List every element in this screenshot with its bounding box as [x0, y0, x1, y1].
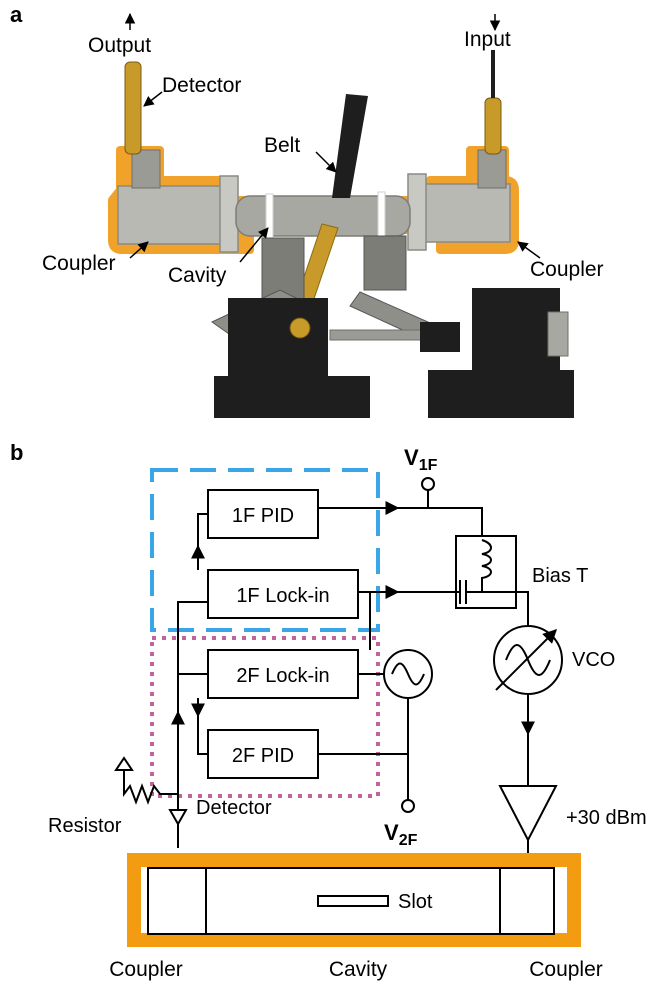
v1f-terminal [421, 477, 435, 491]
label-amp: +30 dBm [566, 807, 647, 829]
label-output: Output [88, 34, 151, 57]
loop-2f-box [150, 636, 380, 798]
cavity-pointer [239, 227, 269, 263]
coupling [420, 322, 460, 352]
detector-diode [168, 809, 188, 827]
vco-wave [505, 644, 551, 676]
label-detector-b: Detector [196, 797, 272, 819]
base-left [214, 376, 370, 418]
label-coupler-left: Coupler [42, 252, 116, 275]
label-v1f: V1F [404, 445, 438, 474]
panel-a: a [10, 2, 604, 418]
motor-shaft-cap [547, 311, 569, 357]
wire-detector-to-lockin1f [177, 601, 208, 848]
connector-left [131, 149, 161, 189]
amp-symbol [498, 785, 558, 843]
slot-symbol [317, 895, 389, 907]
wire-osc-down [318, 698, 409, 755]
label-detector: Detector [162, 74, 241, 97]
coupler-left-pointer [129, 241, 149, 259]
panel-b: b 1F PID 1F Lock-in 2F Lock-in 2F PID V1… [10, 440, 647, 981]
detector-barrel [124, 61, 142, 155]
post-right [363, 235, 407, 291]
cavity-housing [127, 853, 581, 947]
bias-t-inductor [481, 539, 492, 592]
label-coupler-left-b: Coupler [109, 958, 183, 981]
label-coupler-right: Coupler [530, 258, 604, 281]
label-belt: Belt [264, 134, 300, 157]
coupler-left-body [117, 185, 229, 245]
pulley [289, 317, 311, 339]
motor-block [472, 288, 560, 374]
coupler-right-body [421, 183, 511, 243]
input-barrel [484, 97, 502, 155]
wire-pid1f-to-biast [318, 507, 483, 540]
lockin-1f-block [207, 569, 359, 619]
label-cavity-b: Cavity [329, 958, 388, 981]
cable-tie-left [265, 193, 274, 239]
belt-upper [332, 94, 368, 198]
wire-lockin2f-to-pid2f [197, 698, 208, 755]
label-cavity: Cavity [168, 264, 227, 287]
label-v2f: V2F [384, 820, 418, 849]
pid-2f-label: 2F PID [232, 745, 294, 767]
label-input: Input [464, 28, 511, 51]
lockin-2f-block [207, 649, 359, 699]
label-slot: Slot [398, 891, 433, 913]
lockin-2f-label: 2F Lock-in [236, 665, 329, 687]
detector-pointer [143, 91, 163, 107]
pid-1f-label: 1F PID [232, 505, 294, 527]
base-right [428, 370, 574, 418]
loop-1f-box [150, 468, 380, 632]
pid-1f-block [207, 489, 319, 539]
panel-a-letter: a [10, 2, 23, 27]
label-resistor: Resistor [48, 815, 122, 837]
wire-lockin1f-to-pid1f [197, 513, 208, 570]
lockin-1f-label: 1F Lock-in [236, 585, 329, 607]
coupler-right-pointer [517, 241, 541, 259]
post-left [261, 237, 305, 301]
vco-tuning-arrow [495, 629, 557, 691]
label-vco: VCO [572, 649, 615, 671]
cable-tie-right [377, 191, 386, 237]
connector-right [477, 149, 507, 189]
belt-pointer [315, 151, 337, 173]
ground-symbol [114, 756, 134, 771]
wire-biast-to-vco [466, 591, 529, 626]
oscillator-wave [391, 662, 425, 686]
label-bias-t: Bias T [532, 565, 588, 587]
v2f-terminal [401, 799, 415, 813]
label-coupler-right-b: Coupler [529, 958, 603, 981]
resistor-symbol [123, 770, 178, 805]
mount-left [228, 298, 328, 378]
panel-b-letter: b [10, 440, 23, 465]
